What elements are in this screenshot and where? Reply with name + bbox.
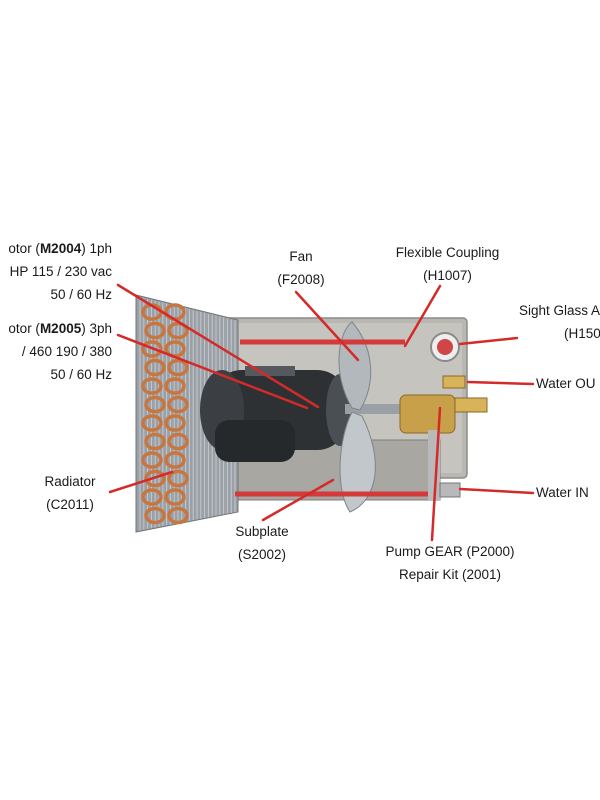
copper-coil-loop bbox=[141, 451, 163, 469]
copper-coil-loop bbox=[144, 432, 166, 451]
copper-coil-loop bbox=[167, 321, 189, 340]
copper-coil-loop bbox=[167, 395, 189, 414]
copper-coil-loop bbox=[167, 469, 189, 488]
label-motor-3ph: otor (M2005) 3ph / 460 190 / 380 50 / 60… bbox=[8, 321, 112, 382]
label-flexible-coupling: Flexible Coupling (H1007) bbox=[395, 245, 500, 283]
copper-coil-loop bbox=[144, 395, 166, 414]
leader-motor-3ph bbox=[116, 333, 309, 410]
copper-coil-loop bbox=[167, 506, 189, 525]
leader-motor-1ph bbox=[116, 283, 320, 409]
leader-pump-gear bbox=[430, 406, 442, 542]
leader-sight-glass bbox=[458, 336, 519, 346]
copper-coil-loop bbox=[141, 340, 163, 358]
leader-water-out bbox=[466, 380, 535, 386]
copper-coil-loop bbox=[144, 358, 166, 377]
leader-flexible-coupling bbox=[403, 284, 442, 348]
copper-coil-loop bbox=[164, 377, 186, 395]
leader-radiator bbox=[108, 470, 174, 494]
sight-glass bbox=[430, 332, 460, 362]
label-water-in: Water IN bbox=[536, 485, 589, 500]
leader-fan bbox=[294, 290, 360, 362]
copper-coil-loop bbox=[164, 451, 186, 469]
label-water-out: Water OU bbox=[536, 376, 596, 391]
label-sight-glass: Sight Glass A (H150 bbox=[519, 303, 600, 341]
copper-coil-loop bbox=[144, 469, 166, 488]
copper-coil-loop bbox=[164, 488, 186, 506]
motor-body bbox=[200, 366, 354, 462]
copper-coil-loop bbox=[164, 414, 186, 432]
radiator-unit bbox=[135, 294, 239, 533]
copper-coil-loop bbox=[141, 414, 163, 432]
copper-coil-loop bbox=[144, 506, 166, 525]
leader-subplate bbox=[261, 478, 335, 522]
leader-water-in bbox=[458, 487, 535, 495]
copper-coil-loop bbox=[167, 358, 189, 377]
copper-coil-loop bbox=[141, 377, 163, 395]
leader-lines bbox=[108, 283, 535, 542]
copper-coil-loop bbox=[144, 321, 166, 340]
shaft bbox=[345, 404, 400, 414]
label-radiator: Radiator (C2011) bbox=[44, 474, 96, 512]
copper-coil-loop bbox=[141, 488, 163, 506]
label-fan: Fan (F2008) bbox=[277, 249, 325, 287]
water-in-fitting bbox=[439, 482, 461, 498]
label-subplate: Subplate (S2002) bbox=[235, 524, 289, 562]
label-pump-gear: Pump GEAR (P2000) Repair Kit (2001) bbox=[385, 544, 515, 582]
copper-coil-loop bbox=[167, 432, 189, 451]
label-motor-1ph: otor (M2004) 1ph HP 115 / 230 vac 50 / 6… bbox=[8, 241, 112, 302]
